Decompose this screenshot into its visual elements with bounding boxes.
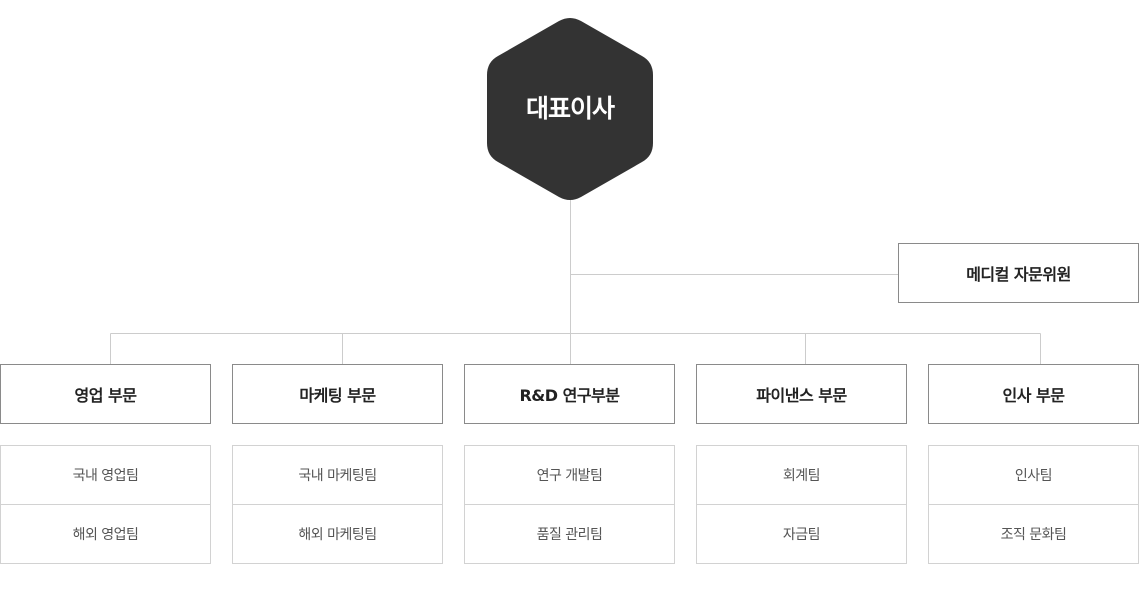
division-hr: 인사 부문 — [928, 364, 1139, 424]
team-label: 조직 문화팀 — [1000, 527, 1067, 543]
division-label: R&D 연구부분 — [519, 386, 620, 405]
division-sales: 영업 부문 — [0, 364, 211, 424]
division-label: 마케팅 부문 — [299, 386, 376, 405]
team-label: 국내 영업팀 — [72, 468, 139, 484]
advisory-label: 메디컬 자문위원 — [966, 265, 1071, 284]
team-group-hr: 인사팀 조직 문화팀 — [928, 445, 1139, 564]
team-item: 회계팀 — [697, 446, 906, 504]
advisory-box: 메디컬 자문위원 — [898, 243, 1139, 303]
team-label: 해외 마케팅팀 — [298, 527, 377, 543]
team-item: 연구 개발팀 — [465, 446, 674, 504]
team-label: 국내 마케팅팀 — [298, 468, 377, 484]
division-marketing: 마케팅 부문 — [232, 364, 443, 424]
team-label: 인사팀 — [1014, 468, 1053, 484]
team-item: 인사팀 — [929, 446, 1138, 504]
team-label: 회계팀 — [782, 468, 821, 484]
team-item: 해외 영업팀 — [1, 504, 210, 563]
ceo-hexagon — [487, 18, 653, 200]
connector-lines — [110, 200, 1041, 364]
team-label: 연구 개발팀 — [536, 468, 603, 484]
division-label: 인사 부문 — [1002, 386, 1065, 405]
team-item: 자금팀 — [697, 504, 906, 563]
team-group-sales: 국내 영업팀 해외 영업팀 — [0, 445, 211, 564]
ceo-label: 대표이사 — [525, 94, 615, 123]
team-group-marketing: 국내 마케팅팀 해외 마케팅팀 — [232, 445, 443, 564]
team-label: 자금팀 — [782, 527, 821, 543]
team-item: 해외 마케팅팀 — [233, 504, 442, 563]
division-label: 파이낸스 부문 — [756, 386, 847, 405]
team-item: 국내 마케팅팀 — [233, 446, 442, 504]
team-label: 해외 영업팀 — [72, 527, 139, 543]
division-finance: 파이낸스 부문 — [696, 364, 907, 424]
team-group-finance: 회계팀 자금팀 — [696, 445, 907, 564]
team-item: 조직 문화팀 — [929, 504, 1138, 563]
team-item: 국내 영업팀 — [1, 446, 210, 504]
division-rnd: R&D 연구부분 — [464, 364, 675, 424]
team-item: 품질 관리팀 — [465, 504, 674, 563]
team-label: 품질 관리팀 — [536, 527, 603, 543]
team-group-rnd: 연구 개발팀 품질 관리팀 — [464, 445, 675, 564]
division-label: 영업 부문 — [74, 386, 137, 405]
ceo-hexagon-shape — [487, 18, 653, 200]
